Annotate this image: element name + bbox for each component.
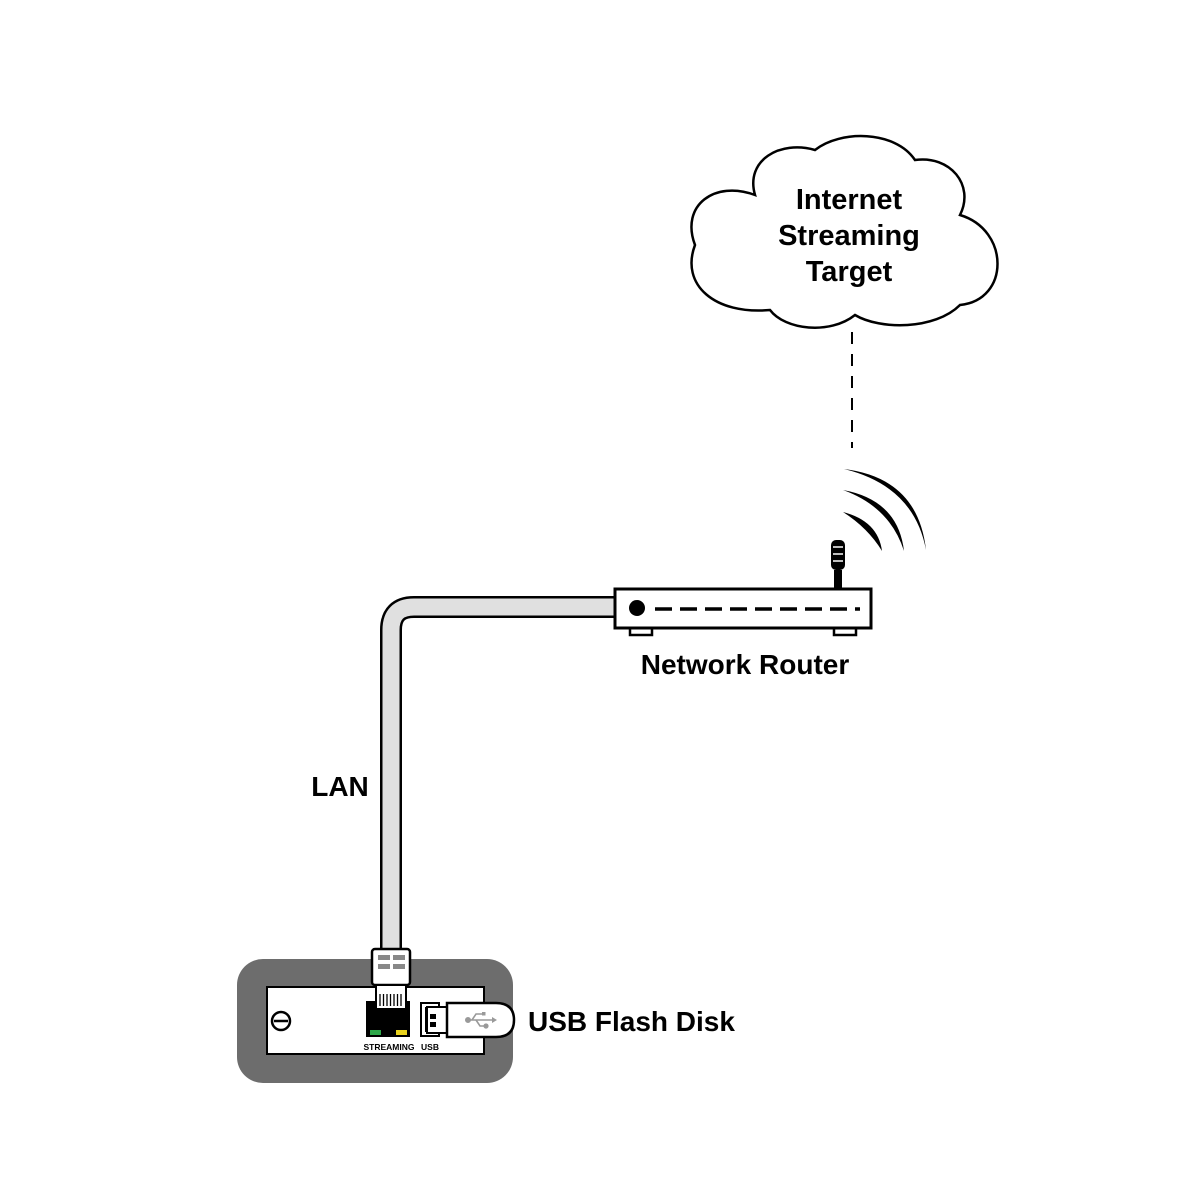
usb-symbol-icon — [464, 1012, 497, 1029]
lan-cable — [380, 596, 617, 955]
port-led-yellow — [396, 1030, 407, 1035]
usb-flash-disk-label: USB Flash Disk — [528, 1006, 735, 1037]
router-label: Network Router — [641, 649, 850, 680]
cloud-label-line1: Internet — [796, 184, 903, 216]
panel-screw-icon — [270, 1010, 292, 1032]
wireless-signal-icon — [843, 469, 926, 551]
cloud-label-line2: Streaming — [778, 220, 920, 252]
rj45-plug-icon — [370, 947, 412, 1010]
lan-label: LAN — [311, 771, 369, 802]
cloud-label-line3: Target — [806, 256, 893, 288]
network-router — [613, 587, 873, 637]
router-power-led-icon — [629, 600, 645, 616]
streaming-port-label: STREAMING — [364, 1042, 415, 1052]
cloud-shape — [690, 134, 999, 329]
port-led-green — [370, 1030, 381, 1035]
usb-port-label: USB — [421, 1042, 439, 1052]
usb-flash-disk-icon — [426, 1001, 516, 1039]
antenna-icon — [831, 540, 845, 590]
